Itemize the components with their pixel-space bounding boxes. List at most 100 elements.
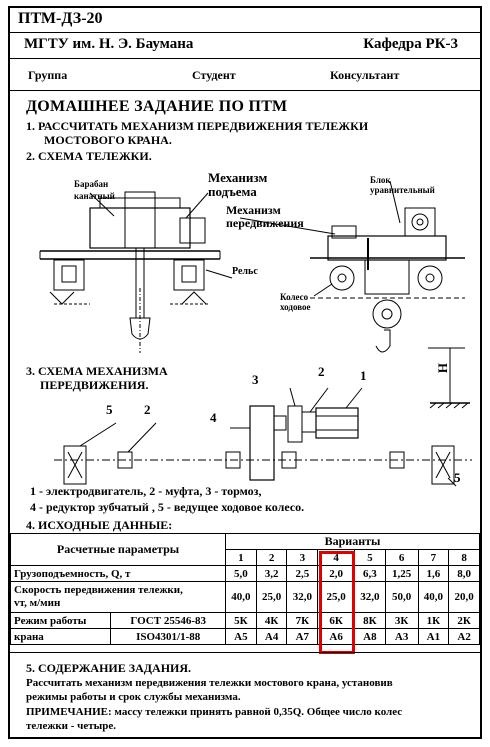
mode-label-line2: крана (9, 628, 112, 645)
capacity-cell: 8,0 (448, 565, 480, 582)
iso-cell: А4 (255, 628, 288, 645)
task5-line2: режимы работы и срок службы механизма. (26, 691, 241, 703)
speed-cell: 25,0 (317, 581, 356, 613)
variant-cell: 8 (448, 549, 480, 566)
gost-cell: 4К (255, 612, 288, 629)
trolley-diagram (39, 180, 472, 487)
travel-mechanism-scheme (54, 387, 472, 487)
iso-cell: А2 (448, 628, 480, 645)
group-label: Группа (28, 68, 68, 82)
iso-cell: А1 (417, 628, 450, 645)
capacity-cell: 1,6 (417, 565, 450, 582)
gost-cell: 7К (286, 612, 319, 629)
height-label: H (435, 362, 451, 374)
capacity-row: Грузоподъемность, Q, т 5,0 3,2 2,5 2,0 6… (9, 565, 480, 582)
params-header: Расчетные параметры (9, 533, 227, 566)
table-header-row: Расчетные параметры Варианты (9, 533, 480, 566)
task4-heading: 4. ИСХОДНЫЕ ДАННЫЕ: (26, 518, 173, 532)
capacity-label: Грузоподъемность, Q, т (9, 565, 227, 582)
mech-number-5-right: 5 (454, 470, 461, 485)
gost-cell: 5К (225, 612, 257, 629)
iso-cell: А8 (354, 628, 386, 645)
height-dimension (428, 347, 470, 409)
task2-heading: 2. СХЕМА ТЕЛЕЖКИ. (26, 149, 152, 163)
gost-row: Режим работы ГОСТ 25546-83 5К 4К 7К 6К 8… (9, 612, 480, 629)
gost-cell: 1К (417, 612, 450, 629)
trolley-front-view (39, 191, 221, 353)
gost-cell: 2К (448, 612, 480, 629)
speed-cell: 20,0 (448, 581, 480, 613)
gost-cell: 8К (354, 612, 386, 629)
speed-cell: 50,0 (384, 581, 419, 613)
wheel-label-line2: ходовое (280, 302, 311, 312)
iso-cell: А5 (225, 628, 257, 645)
speed-cell: 25,0 (255, 581, 288, 613)
student-label: Студент (192, 68, 236, 82)
speed-cell: 32,0 (286, 581, 319, 613)
iso-cell: А3 (384, 628, 419, 645)
assignment-code: ПТМ-ДЗ-20 (18, 10, 103, 27)
variants-header: Варианты (225, 533, 480, 550)
university-name: МГТУ им. Н. Э. Баумана (24, 36, 194, 52)
wheel-label-line1: Колесо (280, 292, 309, 302)
page-title: ДОМАШНЕЕ ЗАДАНИЕ ПО ПТМ (26, 98, 288, 115)
variant-cell: 6 (384, 549, 419, 566)
capacity-cell: 6,3 (354, 565, 386, 582)
variant-cell: 5 (354, 549, 386, 566)
task5-heading: 5. СОДЕРЖАНИЕ ЗАДАНИЯ. (26, 661, 192, 675)
speed-label: Скорость передвижения тележки,vт, м/мин (9, 581, 227, 613)
travel-label-line1: Механизм (226, 203, 281, 217)
consultant-label: Консультант (330, 68, 400, 82)
legend-line2: 4 - редуктор зубчатый , 5 - ведущее ходо… (30, 500, 305, 514)
gost-cell: 3К (384, 612, 419, 629)
speed-cell: 40,0 (417, 581, 450, 613)
capacity-cell: 2,5 (286, 565, 319, 582)
task1-line1: 1. РАССЧИТАТЬ МЕХАНИЗМ ПЕРЕДВИЖЕНИЯ ТЕЛЕ… (26, 119, 369, 133)
capacity-cell: 5,0 (225, 565, 257, 582)
speed-cell: 40,0 (225, 581, 257, 613)
block-label-line1: Блок (370, 175, 391, 185)
task3-line2: ПЕРЕДВИЖЕНИЯ. (40, 378, 149, 392)
drum-label-line2: канатный (74, 191, 115, 201)
variant-cell: 1 (225, 549, 257, 566)
header-university-row: МГТУ им. Н. Э. Баумана Кафедра РК-3 (10, 32, 480, 59)
speed-row: Скорость передвижения тележки,vт, м/мин … (9, 581, 480, 613)
mech-number-5-left: 5 (106, 402, 113, 417)
hoist-label-line2: подъема (208, 184, 257, 199)
department-name: Кафедра РК-3 (363, 36, 458, 52)
task5-section: 5. СОДЕРЖАНИЕ ЗАДАНИЯ. Рассчитать механи… (10, 652, 480, 732)
variant-cell: 2 (255, 549, 288, 566)
note-line1: ПРИМЕЧАНИЕ: массу тележки принять равной… (26, 706, 403, 718)
mech-number-4: 4 (210, 410, 217, 425)
initial-data-table: Расчетные параметры Варианты 1 2 3 4 5 6… (9, 533, 480, 645)
block-label-line2: уравнительный (370, 185, 435, 195)
mech-number-2-top: 2 (318, 364, 325, 379)
variant-cell: 3 (286, 549, 319, 566)
drum-label-line1: Барабан (74, 179, 109, 189)
mode-label-line1: Режим работы (9, 612, 112, 629)
mech-number-2-left: 2 (144, 402, 151, 417)
header-code-row: ПТМ-ДЗ-20 (10, 8, 480, 33)
legend-line1: 1 - электродвигатель, 2 - муфта, 3 - тор… (30, 484, 262, 498)
leader-lines (89, 180, 401, 297)
selected-variant-highlight (319, 551, 355, 654)
task3-line1: 3. СХЕМА МЕХАНИЗМА (26, 364, 168, 378)
mech-number-3: 3 (252, 372, 259, 387)
iso-row: крана ISO4301/1-88 А5 А4 А7 А6 А8 А3 А1 … (9, 628, 480, 645)
variant-cell: 7 (417, 549, 450, 566)
iso-label: ISO4301/1-88 (110, 628, 227, 645)
task1-line2: МОСТОВОГО КРАНА. (44, 133, 172, 147)
assignment-sheet: ПТМ-ДЗ-20 МГТУ им. Н. Э. Баумана Кафедра… (8, 6, 482, 739)
iso-cell: А7 (286, 628, 319, 645)
capacity-cell: 3,2 (255, 565, 288, 582)
travel-label-line2: передвижения (226, 216, 304, 230)
header-signature-row: Группа Студент Консультант (10, 58, 480, 91)
capacity-cell: 1,25 (384, 565, 419, 582)
note-line2: тележки - четыре. (26, 720, 116, 732)
task5-line1: Рассчитать механизм передвижения тележки… (26, 677, 393, 689)
hoist-label-line1: Механизм (208, 170, 268, 185)
